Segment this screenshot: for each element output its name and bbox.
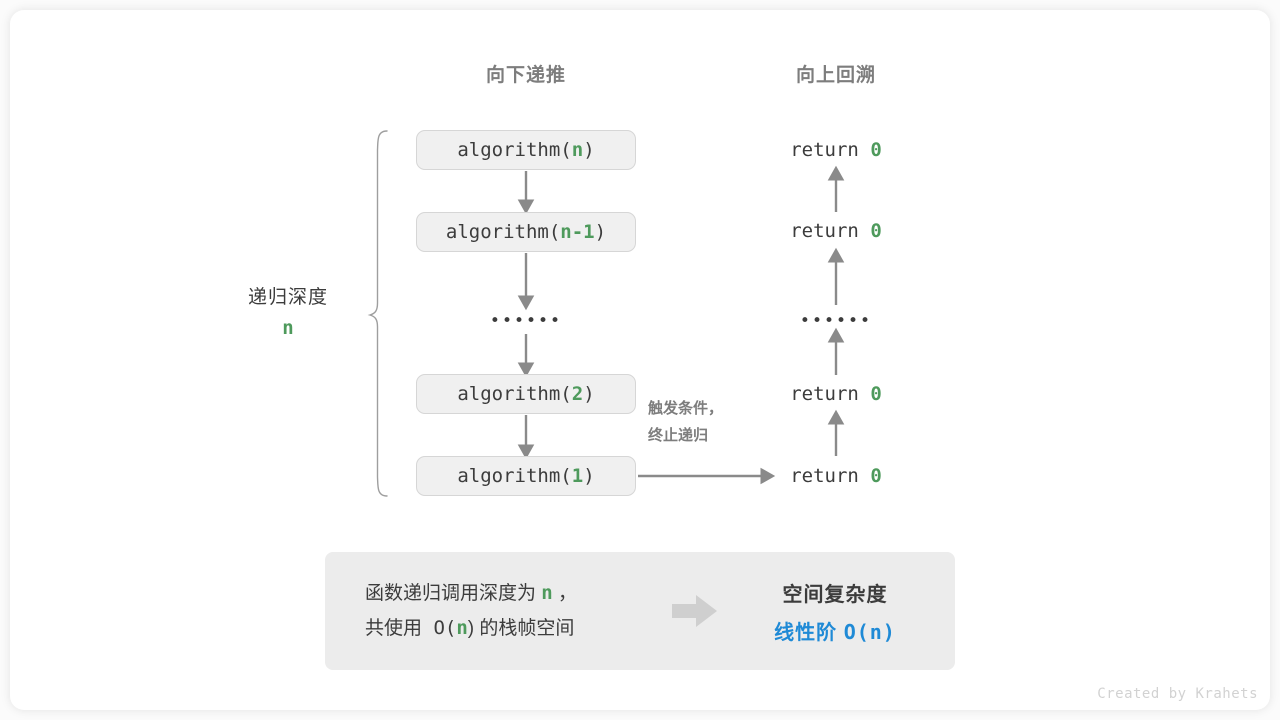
call-frame-box[interactable]: algorithm(2)	[416, 374, 636, 414]
call-frame-suffix: )	[583, 383, 595, 405]
summary-result-notation: O(n)	[843, 619, 896, 644]
summary-line1-suffix: ，	[552, 583, 578, 604]
call-frame-suffix: )	[583, 139, 595, 161]
call-frame-prefix: algorithm(	[445, 221, 561, 243]
call-frame-arg: 2	[571, 383, 584, 405]
call-frame-prefix: algorithm(	[457, 383, 572, 405]
return-value: 0	[870, 383, 882, 405]
summary-line1-prefix: 函数递归调用深度为	[365, 583, 542, 604]
termination-note-line-2: 终止递归	[648, 427, 709, 444]
summary-description: 函数递归调用深度为 n ， 共使用 O(n) 的栈帧空间	[325, 576, 655, 646]
summary-line2-value: n	[456, 617, 468, 639]
call-frame-box[interactable]: algorithm(n)	[416, 130, 636, 170]
credit-text: Created by Krahets	[1097, 686, 1258, 702]
return-keyword: return	[790, 220, 871, 242]
return-value: 0	[870, 465, 882, 487]
call-frame-box[interactable]: algorithm(1)	[416, 456, 636, 496]
return-keyword: return	[790, 139, 871, 161]
summary-result-title: 空间复杂度	[782, 583, 888, 606]
return-value: 0	[870, 139, 882, 161]
call-frame-arg: n	[571, 139, 584, 161]
summary-result-value: 线性阶 O(n)	[735, 616, 935, 645]
call-frame-suffix: )	[583, 465, 595, 487]
call-frame-prefix: algorithm(	[457, 139, 572, 161]
summary-line1-value: n	[541, 582, 553, 604]
recursion-depth-text: 递归深度	[247, 287, 328, 308]
call-frame-arg: 1	[571, 465, 584, 487]
return-keyword: return	[790, 383, 871, 405]
summary-description-line-2: 共使用 O(n) 的栈帧空间	[365, 611, 655, 646]
summary-line2-prefix: 共使用 O(	[365, 617, 457, 639]
return-value: 0	[870, 220, 882, 242]
return-statement: return 0	[790, 220, 882, 242]
call-frame-prefix: algorithm(	[457, 465, 572, 487]
summary-arrow-wrap	[655, 594, 735, 628]
complexity-summary-panel: 函数递归调用深度为 n ， 共使用 O(n) 的栈帧空间 空间复杂度 线性阶 O…	[325, 552, 955, 670]
return-statement: return 0	[790, 465, 882, 487]
return-statement: return 0	[790, 139, 882, 161]
call-frame-arg: n-1	[560, 221, 595, 243]
summary-result: 空间复杂度 线性阶 O(n)	[735, 578, 955, 645]
call-frame-suffix: )	[594, 221, 607, 243]
call-stack-ellipsis: ••••••	[489, 311, 563, 331]
recursion-depth-value: n	[282, 317, 294, 339]
right-arrow-icon	[672, 595, 717, 627]
termination-condition-note: 触发条件， 终止递归	[648, 395, 723, 449]
call-frame-box[interactable]: algorithm(n-1)	[416, 212, 636, 252]
column-header-downward: 向下递推	[485, 65, 566, 86]
summary-line2-suffix: ) 的栈帧空间	[467, 618, 575, 639]
termination-note-line-1: 触发条件，	[648, 400, 724, 417]
return-keyword: return	[790, 465, 871, 487]
return-stack-ellipsis: ••••••	[799, 311, 873, 331]
summary-description-line-1: 函数递归调用深度为 n ，	[365, 576, 655, 611]
summary-result-order: 线性阶	[774, 621, 844, 644]
recursion-depth-label: 递归深度 n	[228, 282, 348, 339]
return-statement: return 0	[790, 383, 882, 405]
column-header-upward: 向上回溯	[795, 65, 876, 86]
